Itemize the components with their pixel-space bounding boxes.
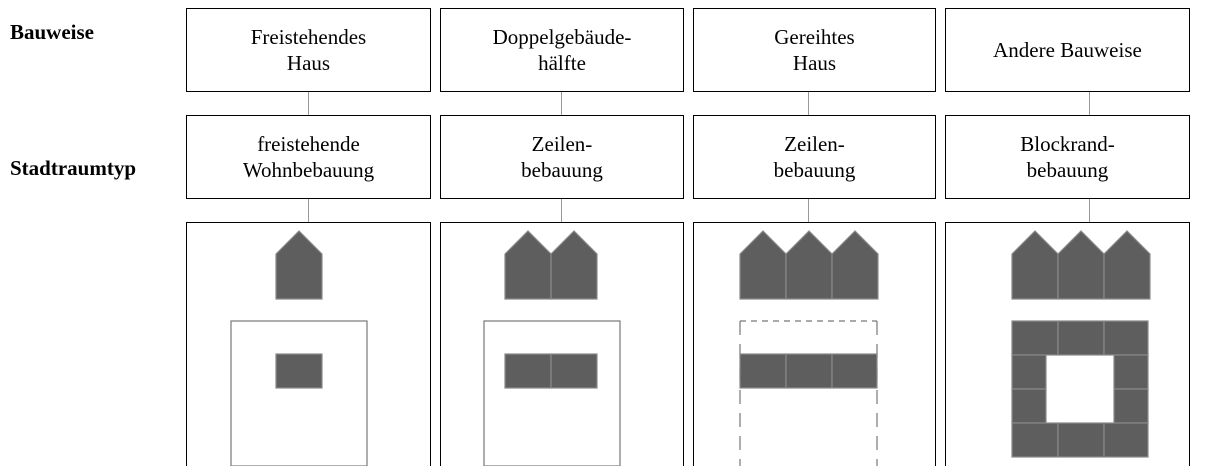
connector-2b [561, 199, 562, 222]
house-icon-single [275, 230, 323, 300]
connector-1b [308, 199, 309, 222]
connector-1a [308, 92, 309, 115]
connector-4b [1089, 199, 1090, 222]
stadtraumtyp-box-2: Zeilen- bebauung [440, 115, 684, 199]
row-label-bauweise: Bauweise [10, 20, 94, 44]
house-icon-double [504, 230, 598, 300]
stadtraumtyp-box-3: Zeilen- bebauung [693, 115, 936, 199]
connector-3a [808, 92, 809, 115]
stadtraumtyp-box-4: Blockrand- bebauung [945, 115, 1190, 199]
connector-3b [808, 199, 809, 222]
connector-4a [1089, 92, 1090, 115]
connector-2a [561, 92, 562, 115]
house-icon-block [1011, 230, 1151, 300]
bauweise-box-1: Freistehendes Haus [186, 8, 431, 92]
plot-plan-single [230, 320, 368, 466]
plot-plan-double [483, 320, 621, 466]
stadtraumtyp-box-1: freistehende Wohnbebauung [186, 115, 431, 199]
bauweise-box-2: Doppelgebäude- hälfte [440, 8, 684, 92]
bauweise-box-3: Gereihtes Haus [693, 8, 936, 92]
bauweise-box-4: Andere Bauweise [945, 8, 1190, 92]
row-label-stadtraumtyp: Stadtraumtyp [10, 156, 137, 180]
house-icon-row [739, 230, 879, 300]
plot-plan-row [739, 320, 878, 466]
plot-plan-block [1011, 320, 1149, 458]
